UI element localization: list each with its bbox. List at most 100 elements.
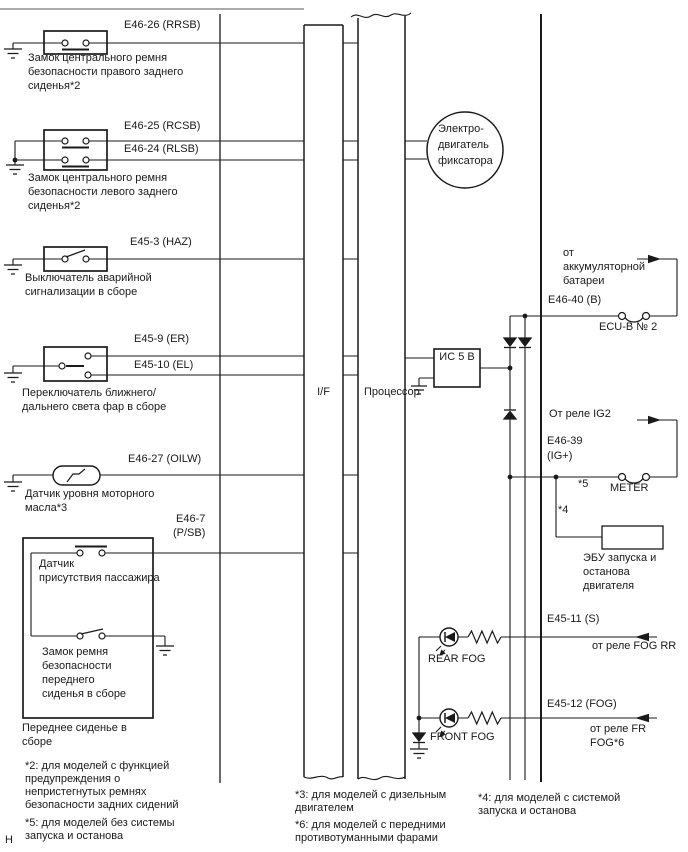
note5-marker: *5 [578, 478, 589, 490]
oil-level-sensor-oval [52, 465, 101, 486]
ig2-source-label: От реле IG2 [549, 408, 611, 420]
footnote-6: *6: для моделей с передними [295, 819, 446, 831]
rear-left-buckle-box [43, 129, 108, 171]
oil-sensor-name: масла*3 [25, 502, 68, 514]
footnote-5: *5: для моделей без системы [25, 817, 175, 829]
pin-psb: E46-7 [176, 513, 206, 525]
footnote-3: *3: для моделей с дизельным [295, 789, 447, 801]
front-seat-label: Переднее сиденье в [22, 722, 127, 734]
fuse-ecu-b-label: ECU-B № 2 [599, 321, 658, 333]
diode-b-left [502, 337, 518, 348]
front-fog-label: FRONT FOG [430, 731, 495, 743]
rear-fog-label: REAR FOG [428, 653, 486, 665]
rear-right-buckle-name: сиденья*2 [28, 80, 81, 92]
flow-arrows [635, 254, 661, 723]
footnote-6: противотуманными фарами [295, 832, 438, 844]
pin-oilw: E46-27 (OILW) [128, 453, 202, 465]
fuse-meter-label: METER [610, 482, 649, 494]
pin-b: E46-40 (B) [548, 294, 602, 306]
ic5v-label: ИС 5 В [439, 351, 475, 363]
pin-ig: (IG+) [547, 450, 573, 462]
pin-rlsb: E46-24 (RLSB) [124, 143, 199, 155]
front-fog-resistor [467, 710, 502, 726]
footnote-2: *2: для моделей с функцией [25, 760, 170, 772]
rear-left-buckle-name: безопасности левого заднего [28, 186, 178, 198]
retractor-motor-circle [426, 111, 504, 189]
start-stop-ecu-label: останова [583, 566, 630, 578]
hazard-switch-box [43, 246, 108, 272]
fog-rr-arrow [635, 632, 649, 642]
rear-right-buckle-name: Замок центрального ремня [28, 52, 168, 64]
switch-levers [62, 48, 107, 635]
fuse-ecu-b [617, 311, 651, 323]
start-stop-ecu-box [601, 525, 664, 550]
footnote-2: предупреждения о [25, 773, 121, 785]
front-seat-box [22, 537, 154, 719]
pin-el: E45-10 (EL) [134, 359, 194, 371]
start-stop-ecu-label: двигателя [583, 580, 635, 592]
battery-source-label: аккумуляторной [563, 261, 646, 273]
battery-arrow [648, 254, 661, 264]
processor-label: Процессор [364, 386, 420, 398]
pin-psb: (P/SB) [173, 527, 206, 539]
hazard-switch-name: сигнализации в сборе [25, 286, 138, 298]
retractor-motor-label: фиксатора [438, 155, 493, 167]
pin-er: E45-9 (ER) [134, 333, 190, 345]
component-boxes [22, 30, 664, 719]
front-buckle-name: сиденья в сборе [42, 688, 127, 700]
footnote-3: двигателем [295, 802, 354, 814]
pin-rcsb: E46-25 (RCSB) [124, 120, 201, 132]
retractor-motor-label: двигатель [438, 139, 489, 151]
fr-fog-source-label: от реле FR [590, 723, 647, 735]
fuse-meter [617, 472, 651, 484]
fr-fog-arrow [635, 713, 649, 723]
ig2-arrow [648, 415, 661, 425]
passenger-sensor-name: присутствия пассажира [39, 572, 160, 584]
junction-dots [12, 157, 559, 721]
dimmer-switch-name: Переключатель ближнего/ [22, 387, 156, 399]
fr-fog-source-label: FOG*6 [590, 737, 625, 749]
diode-b-right [517, 337, 533, 348]
start-stop-ecu-label: ЭБУ запуска и [583, 552, 657, 564]
rear-fog-led [436, 627, 459, 655]
if-block [303, 24, 344, 780]
oil-sensor-name: Датчик уровня моторного [25, 488, 155, 500]
front-buckle-name: безопасности [42, 660, 112, 672]
note4-marker: *4 [558, 504, 569, 516]
hazard-switch-name: Выключатель аварийной [25, 272, 152, 284]
rear-left-buckle-name: сиденья*2 [28, 200, 81, 212]
rear-fog-resistor [467, 629, 502, 645]
diode-ig-up [502, 410, 518, 420]
front-fog-led [436, 708, 459, 736]
processor-block [350, 12, 412, 781]
rear-right-buckle-box [43, 30, 108, 55]
dimmer-switch-box [43, 346, 108, 382]
footnote-2: непристегнутых ремнях [25, 786, 147, 798]
rear-right-buckle-name: безопасности правого заднего [28, 66, 184, 78]
pin-s: E45-11 (S) [547, 613, 600, 625]
dimmer-switch-name: дальнего света фар в сборе [22, 401, 167, 413]
pin-haz: E45-3 (HAZ) [130, 236, 192, 248]
footnote-2: безопасности задних сидений [25, 799, 179, 811]
ground-symbols [4, 48, 428, 759]
front-buckle-name: Замок ремня [42, 646, 109, 658]
footnote-5: запуска и останова [25, 830, 124, 842]
footnote-4: *4: для моделей с системой [478, 792, 621, 804]
footnote-4: запуска и останова [478, 805, 577, 817]
retractor-motor-label: Электро- [438, 123, 484, 135]
battery-source-label: от [563, 247, 574, 259]
diodes [411, 337, 533, 744]
front-buckle-name: переднего [42, 674, 95, 686]
passenger-sensor-name: Датчик [39, 558, 75, 570]
switch-contacts [58, 39, 106, 640]
fog-rr-source-label: от реле FOG RR [592, 640, 677, 652]
pin-rrsb: E46-26 (RRSB) [124, 19, 201, 31]
oil-sensor-element [66, 468, 86, 483]
front-seat-label: сборе [22, 736, 53, 748]
page-marker: Н [5, 834, 13, 846]
rear-left-buckle-name: Замок центрального ремня [28, 172, 168, 184]
battery-source-label: батареи [563, 275, 605, 287]
pin-ig: E46-39 [547, 435, 583, 447]
